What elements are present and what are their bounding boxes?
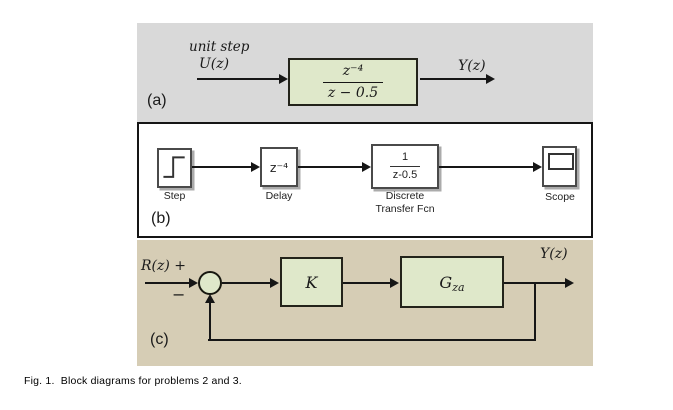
arrowhead-icon bbox=[205, 294, 215, 303]
scope-block-label: Scope bbox=[545, 191, 575, 203]
output-signal-label: Y(z) bbox=[540, 246, 568, 262]
dtf-numerator: 1 bbox=[401, 151, 409, 164]
output-signal-label: Y(z) bbox=[458, 58, 486, 74]
delay-block-label: Delay bbox=[265, 190, 293, 202]
panel-b: Step z⁻⁴ Delay 1 z-0.5 Discrete Transfer… bbox=[137, 122, 593, 238]
arrowhead-icon bbox=[362, 162, 371, 172]
scope-screen-icon bbox=[548, 153, 574, 170]
reference-signal-label: R(z) + bbox=[141, 258, 187, 274]
fraction-numerator: z⁻⁴ bbox=[342, 63, 364, 80]
dtf-fraction-bar bbox=[390, 166, 420, 167]
input-signal-line bbox=[197, 78, 281, 80]
minus-sign: − bbox=[172, 285, 186, 304]
scope-block bbox=[542, 146, 577, 187]
plant-block: G za bbox=[400, 256, 504, 308]
signal-line bbox=[298, 166, 363, 168]
summing-junction bbox=[198, 271, 222, 295]
step-block bbox=[157, 148, 192, 188]
input-signal-line bbox=[145, 282, 191, 284]
panel-a: unit step U(z) z⁻⁴ z − 0.5 Y(z) (a) bbox=[137, 23, 593, 122]
signal-line bbox=[439, 166, 534, 168]
output-signal-line bbox=[420, 78, 488, 80]
dtf-block-label-line1: Discrete bbox=[385, 190, 425, 202]
signal-line bbox=[192, 166, 252, 168]
arrowhead-icon bbox=[390, 278, 399, 288]
arrowhead-icon bbox=[270, 278, 279, 288]
gain-block-label: K bbox=[305, 272, 318, 292]
plant-block-label-base: G bbox=[439, 272, 453, 292]
panel-c-tag: (c) bbox=[150, 331, 169, 348]
gain-block: K bbox=[280, 257, 343, 307]
signal-line bbox=[343, 282, 391, 284]
feedback-line-up bbox=[209, 300, 211, 341]
feedback-line-down bbox=[534, 283, 536, 341]
transfer-function-block: z⁻⁴ z − 0.5 bbox=[288, 58, 418, 106]
arrowhead-icon bbox=[279, 74, 288, 84]
dtf-block-label-line2: Transfer Fcn bbox=[375, 203, 435, 215]
arrowhead-icon bbox=[533, 162, 542, 172]
panel-b-tag: (b) bbox=[151, 210, 171, 227]
feedback-line-bottom bbox=[208, 339, 536, 341]
input-signal-label: U(z) bbox=[199, 56, 230, 72]
arrowhead-icon bbox=[565, 278, 574, 288]
unit-step-label: unit step bbox=[189, 39, 250, 55]
arrowhead-icon bbox=[189, 278, 198, 288]
delay-block-text: z⁻⁴ bbox=[269, 159, 289, 175]
dtf-denominator: z-0.5 bbox=[392, 169, 418, 181]
panel-a-tag: (a) bbox=[147, 92, 167, 109]
step-signal-icon bbox=[163, 156, 185, 178]
discrete-transfer-fcn-block: 1 z-0.5 bbox=[371, 144, 439, 189]
plant-block-label-sub: za bbox=[452, 280, 465, 294]
panel-c: R(z) + − K G za Y(z) (c) bbox=[137, 240, 593, 366]
delay-block: z⁻⁴ bbox=[260, 147, 298, 187]
signal-line bbox=[222, 282, 271, 284]
figure-caption: Fig. 1. Block diagrams for problems 2 an… bbox=[24, 375, 242, 387]
fraction-denominator: z − 0.5 bbox=[327, 84, 379, 101]
arrowhead-icon bbox=[251, 162, 260, 172]
fraction-bar bbox=[323, 81, 383, 83]
step-block-label: Step bbox=[163, 190, 186, 202]
arrowhead-icon bbox=[486, 74, 495, 84]
